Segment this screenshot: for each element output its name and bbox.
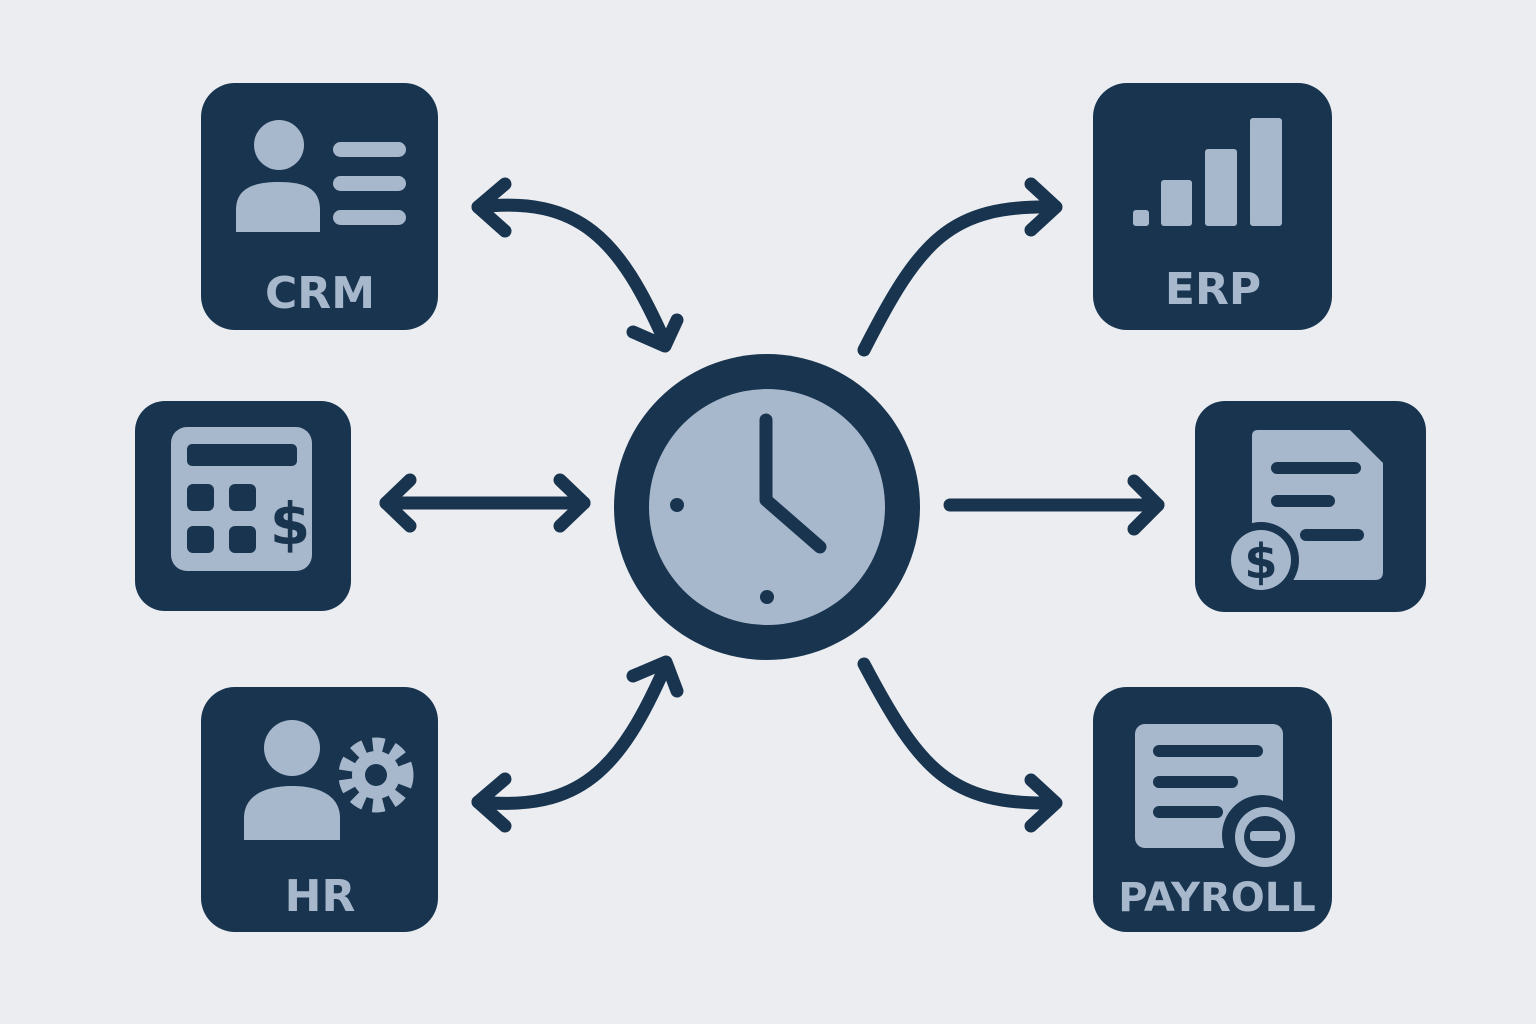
clock-icon [649,389,885,625]
calculator-dollar-icon: $ [171,427,312,571]
svg-text:$: $ [1244,534,1277,590]
crm-label: CRM [265,268,375,319]
connector-hub-payroll [857,657,1063,833]
connector-hub-invoicing [943,474,1165,536]
crm-tile: CRM [201,83,438,330]
invoicing-tile: $ [1195,401,1426,612]
invoice-dollar-icon: $ [1223,430,1383,598]
gear-icon [338,737,414,813]
payroll-tile: PAYROLL [1093,687,1332,932]
bar-chart-icon [1133,118,1282,226]
erp-tile: ERP [1093,83,1332,330]
contact-card-icon [236,120,406,232]
hub-clock [614,354,920,660]
erp-label: ERP [1165,264,1261,315]
payroll-label: PAYROLL [1118,875,1316,921]
person-gear-icon [244,720,414,840]
connector-hub-erp [857,177,1063,357]
accounting-tile: $ [135,401,351,611]
payslip-icon [1135,724,1302,875]
connector-crm-hub [471,177,684,353]
connector-hr-hub [471,655,684,833]
hr-tile: HR [201,687,438,932]
connector-accounting-hub [379,473,591,533]
svg-text:$: $ [270,490,310,558]
hr-label: HR [285,871,356,922]
